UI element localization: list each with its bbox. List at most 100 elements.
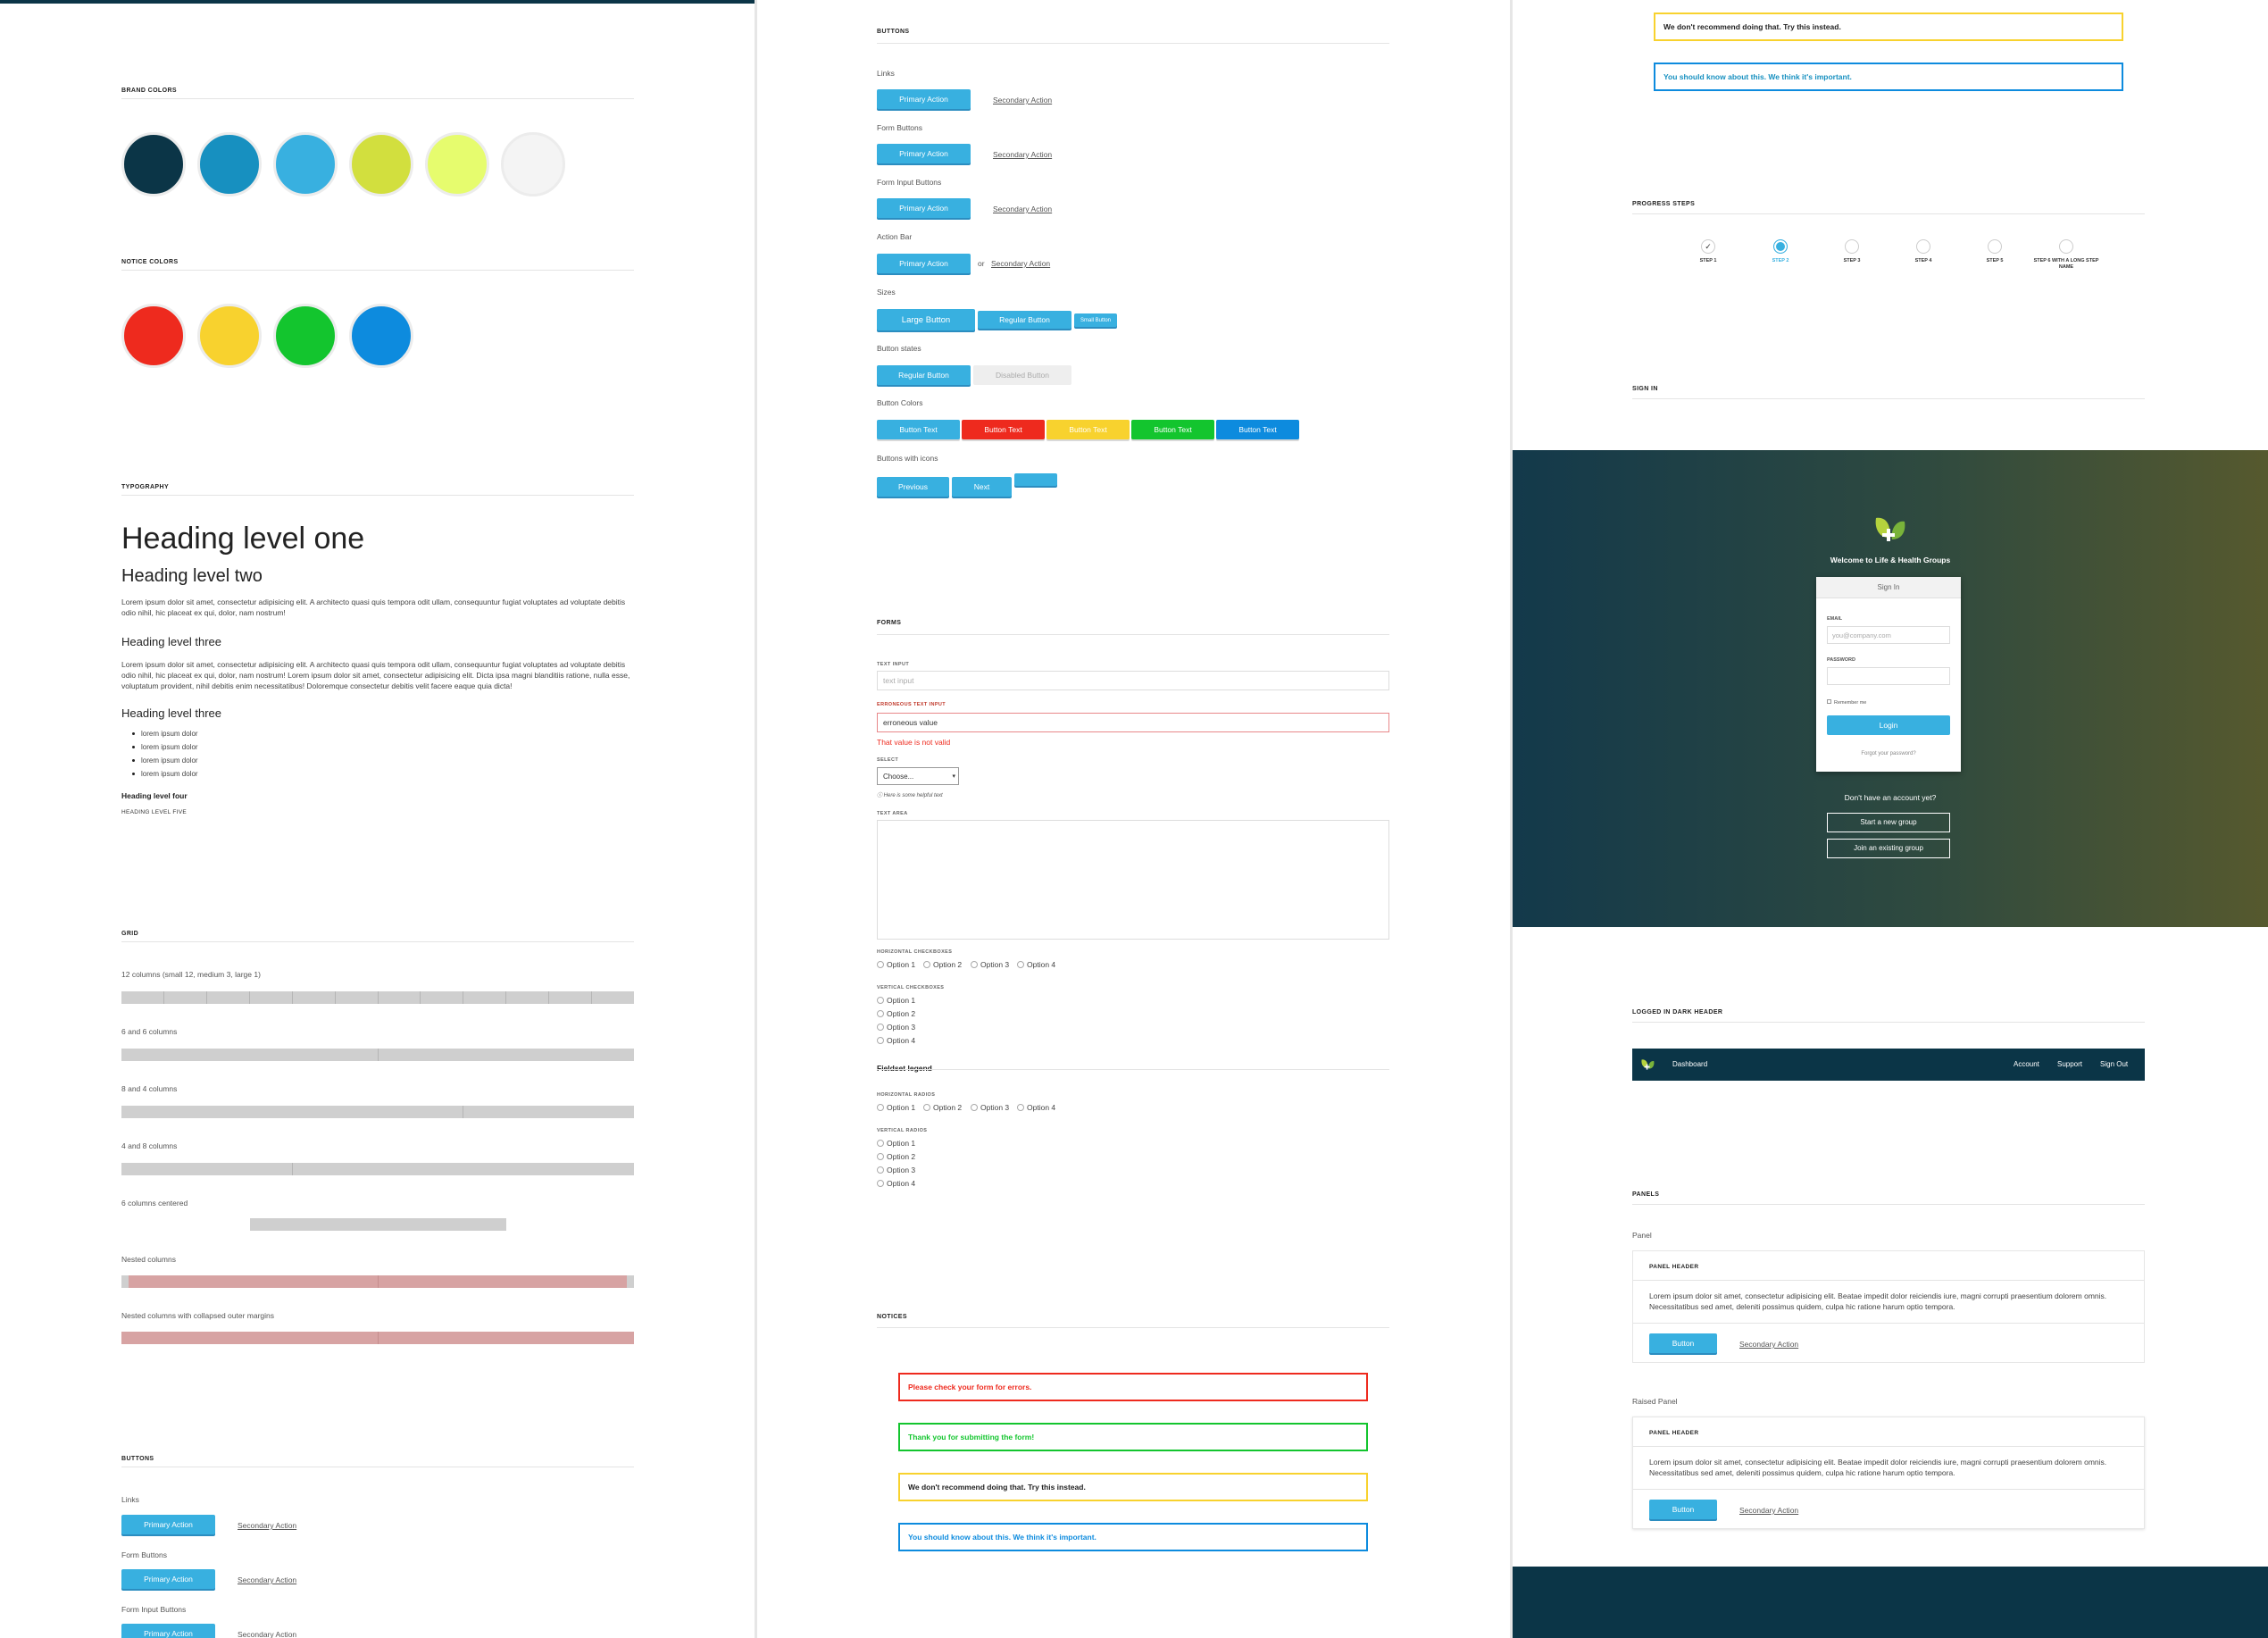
checkbox-option-2[interactable]: Option 2 [923, 960, 962, 969]
checkbox-option-1[interactable]: Option 1 [877, 996, 915, 1005]
nav-account[interactable]: Account [2014, 1060, 2039, 1068]
radio-option-4[interactable]: Option 4 [877, 1179, 915, 1188]
raised-panel-label: Raised Panel [1632, 1397, 1678, 1406]
secondary-action-link[interactable]: Secondary Action [238, 1630, 297, 1638]
progress-step[interactable]: STEP 3 [1830, 239, 1874, 264]
raised-panel: PANEL HEADER Lorem ipsum dolor sit amet,… [1632, 1417, 2145, 1529]
remember-me-checkbox[interactable]: Remember me [1827, 699, 1866, 706]
text-input[interactable]: text input [877, 671, 1389, 690]
color-button[interactable]: Button Text [877, 420, 960, 439]
join-existing-group-button[interactable]: Join an existing group [1827, 839, 1950, 858]
divider [877, 1069, 1389, 1070]
checkbox-option-1[interactable]: Option 1 [877, 960, 915, 969]
progress-step[interactable]: STEP 6 WITH A LONG STEP NAME [2034, 239, 2098, 271]
password-input[interactable] [1827, 667, 1950, 685]
brand-color-swatch [273, 132, 338, 196]
action-bar-label: Action Bar [877, 232, 913, 241]
radio-option-3[interactable]: Option 3 [971, 1103, 1009, 1112]
secondary-action-link[interactable]: Secondary Action [993, 96, 1053, 104]
primary-action-button[interactable]: Primary Action [877, 89, 971, 109]
or-text: or [978, 259, 985, 268]
erroneous-text-input[interactable]: erroneous value [877, 713, 1389, 732]
start-new-group-button[interactable]: Start a new group [1827, 813, 1950, 832]
primary-action-button[interactable]: Primary Action [121, 1569, 215, 1589]
progress-step[interactable]: STEP 2 [1758, 239, 1803, 264]
secondary-action-link[interactable]: Secondary Action [238, 1575, 297, 1584]
progress-step[interactable]: STEP 4 [1901, 239, 1946, 264]
divider [1632, 1022, 2145, 1023]
checkbox-option-4[interactable]: Option 4 [877, 1036, 915, 1045]
email-input[interactable]: you@company.com [1827, 626, 1950, 644]
secondary-action-link[interactable]: Secondary Action [1739, 1340, 1799, 1349]
warning-notice: We don't recommend doing that. Try this … [1654, 13, 2123, 41]
radio-option-1[interactable]: Option 1 [877, 1103, 915, 1112]
panel-button[interactable]: Button [1649, 1500, 1717, 1519]
radio-option-3[interactable]: Option 3 [877, 1166, 915, 1174]
panels-title: PANELS [1632, 1191, 1660, 1198]
buttons-with-icons-label: Buttons with icons [877, 454, 938, 463]
color-button[interactable]: Button Text [1046, 420, 1130, 439]
links-label: Links [877, 69, 895, 78]
email-label: EMAIL [1827, 616, 1843, 622]
current-step-icon [1773, 239, 1788, 254]
checkbox-option-3[interactable]: Option 3 [971, 960, 1009, 969]
panel: PANEL HEADER Lorem ipsum dolor sit amet,… [1632, 1250, 2145, 1363]
grid-8-4-columns [121, 1106, 634, 1118]
regular-button[interactable]: Regular Button [978, 311, 1071, 329]
select-dropdown[interactable]: Choose... ▾ [877, 767, 959, 785]
radio-option-2[interactable]: Option 2 [923, 1103, 962, 1112]
radio-option-1[interactable]: Option 1 [877, 1139, 915, 1148]
progress-step-label: STEP 6 WITH A LONG STEP NAME [2033, 258, 2099, 270]
color-button[interactable]: Button Text [1216, 420, 1299, 439]
radio-option-4[interactable]: Option 4 [1017, 1103, 1055, 1112]
checkbox-option-2[interactable]: Option 2 [877, 1009, 915, 1018]
progress-step-label: STEP 3 [1843, 258, 1861, 263]
radio-option-2[interactable]: Option 2 [877, 1152, 915, 1161]
leaf-logo-icon[interactable] [1639, 1057, 1655, 1073]
color-button[interactable]: Button Text [1131, 420, 1214, 439]
primary-action-button[interactable]: Primary Action [877, 198, 971, 218]
select-label: SELECT [877, 757, 899, 763]
regular-button[interactable]: Regular Button [877, 365, 971, 385]
previous-button[interactable]: Previous [877, 477, 949, 497]
progress-step[interactable]: STEP 5 [1972, 239, 2017, 264]
checkbox-option-4[interactable]: Option 4 [1017, 960, 1055, 969]
panel-header: PANEL HEADER [1649, 1264, 1699, 1270]
checkbox-option-3[interactable]: Option 3 [877, 1023, 915, 1032]
progress-step[interactable]: ✓STEP 1 [1686, 239, 1730, 264]
secondary-action-link[interactable]: Secondary Action [991, 259, 1051, 268]
icon-button[interactable] [1014, 473, 1057, 486]
checkbox-icon [1827, 699, 1831, 704]
sign-in-card-header: Sign In [1816, 577, 1961, 598]
primary-action-button[interactable]: Primary Action [121, 1624, 215, 1638]
forms-title: FORMS [877, 620, 902, 626]
large-button[interactable]: Large Button [877, 309, 975, 330]
primary-action-button[interactable]: Primary Action [121, 1515, 215, 1534]
panel-body-text: Lorem ipsum dolor sit amet, consectetur … [1649, 1291, 2107, 1311]
color-button[interactable]: Button Text [962, 420, 1045, 439]
secondary-action-link[interactable]: Secondary Action [1739, 1506, 1799, 1515]
forgot-password-link[interactable]: Forgot your password? [1861, 751, 1916, 756]
notice-color-swatch [273, 304, 338, 368]
nav-sign-out[interactable]: Sign Out [2100, 1060, 2129, 1068]
login-button[interactable]: Login [1827, 715, 1950, 735]
grid-label: 12 columns (small 12, medium 3, large 1) [121, 970, 261, 979]
step-circle-icon [1916, 239, 1930, 254]
divider [121, 941, 634, 942]
grid-label: Nested columns with collapsed outer marg… [121, 1311, 275, 1320]
nav-dashboard[interactable]: Dashboard [1672, 1060, 1708, 1068]
secondary-action-link[interactable]: Secondary Action [993, 150, 1053, 159]
primary-action-button[interactable]: Primary Action [877, 144, 971, 163]
next-button[interactable]: Next [952, 477, 1012, 497]
primary-action-button[interactable]: Primary Action [877, 254, 971, 273]
secondary-action-link[interactable]: Secondary Action [238, 1521, 297, 1530]
small-button[interactable]: Small Button [1074, 313, 1117, 327]
no-account-text: Don't have an account yet? [1844, 793, 1937, 802]
panel-button[interactable]: Button [1649, 1333, 1717, 1353]
secondary-action-link[interactable]: Secondary Action [993, 205, 1053, 213]
text-area[interactable] [877, 820, 1389, 940]
nav-support[interactable]: Support [2057, 1060, 2083, 1068]
sign-in-card: Sign In EMAIL you@company.com PASSWORD R… [1816, 577, 1961, 772]
chevron-down-icon: ▾ [952, 773, 955, 780]
form-input-buttons-label: Form Input Buttons [121, 1605, 187, 1614]
